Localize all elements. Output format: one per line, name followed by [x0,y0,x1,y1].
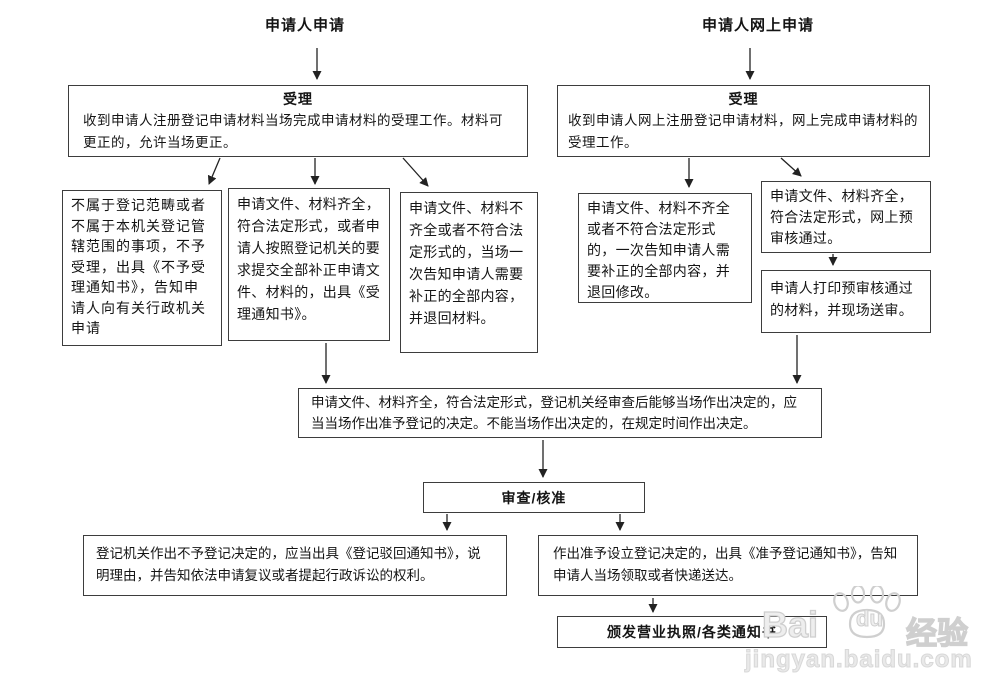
node-accept-right: 受理 收到申请人网上注册登记申请材料，网上完成申请材料的受理工作。 [557,85,930,157]
node-decision-rule: 申请文件、材料齐全，符合法定形式，登记机关经审查后能够当场作出决定的，应当当场作… [298,388,822,438]
lane-title-applicant: 申请人申请 [264,17,345,34]
arrow-accept-right-to-precheck-pass [780,157,802,177]
node-approve-decision: 作出准予设立登记决定的，出具《准予登记通知书》，告知申请人当场领取或者快递送达。 [538,535,918,596]
node-incomplete-return-body: 申请文件、材料不齐全或者不符合法定形式的，当场一次告知申请人需要补正的全部内容，… [409,200,524,326]
node-review: 审查/核准 [423,482,645,513]
node-reject-decision: 登记机关作出不予登记决定的，应当出具《登记驳回通知书》，说明理由，并告知依法申请… [83,535,507,596]
node-complete-notice-body: 申请文件、材料齐全，符合法定形式，或者申请人按照登记机关的要求提交全部补正申请文… [237,196,380,322]
node-accept-left-title: 受理 [283,91,313,107]
node-online-precheck-pass-body: 申请文件、材料齐全，符合法定形式，网上预审核通过。 [770,188,913,246]
node-incomplete-online: 申请文件、材料不齐全或者不符合法定形式的，一次告知申请人需要补正的全部内容，并退… [578,193,752,303]
arrow-accept-left-to-not-in-scope [207,157,221,185]
node-reject-decision-body: 登记机关作出不予登记决定的，应当出具《登记驳回通知书》，说明理由，并告知依法申请… [96,546,481,583]
node-issue-license: 颁发营业执照/各类通知书 [557,616,827,648]
node-accept-right-body: 收到申请人网上注册登记申请材料，网上完成申请材料的受理工作。 [568,113,918,150]
node-complete-notice: 申请文件、材料齐全，符合法定形式，或者申请人按照登记机关的要求提交全部补正申请文… [228,188,390,341]
lane-title-online-applicant: 申请人网上申请 [701,17,814,34]
node-print-and-submit: 申请人打印预审核通过的材料，并现场送审。 [761,270,931,333]
node-accept-left: 受理 收到申请人注册登记申请材料当场完成申请材料的受理工作。材料可更正的，允许当… [68,85,528,157]
node-accept-right-title: 受理 [728,91,759,107]
node-incomplete-online-body: 申请文件、材料不齐全或者不符合法定形式的，一次告知申请人需要补正的全部内容，并退… [587,200,730,300]
node-not-in-scope-body: 不属于登记范畴或者不属于本机关登记管辖范围的事项，不予受理，出具《不予受理通知书… [71,197,206,336]
node-review-title: 审查/核准 [501,489,567,506]
node-online-precheck-pass: 申请文件、材料齐全，符合法定形式，网上预审核通过。 [761,181,931,253]
node-accept-left-body: 收到申请人注册登记申请材料当场完成申请材料的受理工作。材料可更正的，允许当场更正… [83,113,503,150]
node-decision-rule-body: 申请文件、材料齐全，符合法定形式，登记机关经审查后能够当场作出决定的，应当当场作… [311,395,797,431]
node-approve-decision-body: 作出准予设立登记决定的，出具《准予登记通知书》，告知申请人当场领取或者快递送达。 [553,546,898,583]
node-incomplete-return: 申请文件、材料不齐全或者不符合法定形式的，当场一次告知申请人需要补正的全部内容，… [400,192,538,353]
node-not-in-scope: 不属于登记范畴或者不属于本机关登记管辖范围的事项，不予受理，出具《不予受理通知书… [62,190,222,346]
arrow-accept-left-to-incomplete [402,157,429,187]
node-print-and-submit-body: 申请人打印预审核通过的材料，并现场送审。 [770,280,913,318]
node-issue-license-title: 颁发营业执照/各类通知书 [607,624,777,640]
